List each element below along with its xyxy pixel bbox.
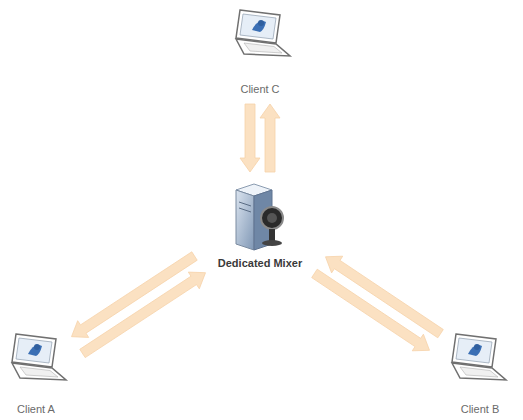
stream-arrow [72,252,198,338]
microphone-icon [261,207,283,246]
stream-arrow [312,269,430,351]
stream-arrow [80,272,206,358]
laptop-icon [452,334,506,380]
node-label: Client C [195,83,325,96]
node-label: Dedicated Mixer [185,257,335,270]
client-node: Client C [215,2,305,98]
client-node: Dedicated Mixer [205,178,315,272]
stream-arrow [326,256,444,338]
client-node: Client A [0,326,72,418]
stream-arrow [260,104,280,172]
laptop-icon [236,10,290,56]
node-label: Client B [420,403,523,416]
stream-arrow [240,104,260,172]
node-label: Client A [0,403,92,416]
laptop-icon [12,334,66,380]
client-node: Client B [440,326,520,418]
